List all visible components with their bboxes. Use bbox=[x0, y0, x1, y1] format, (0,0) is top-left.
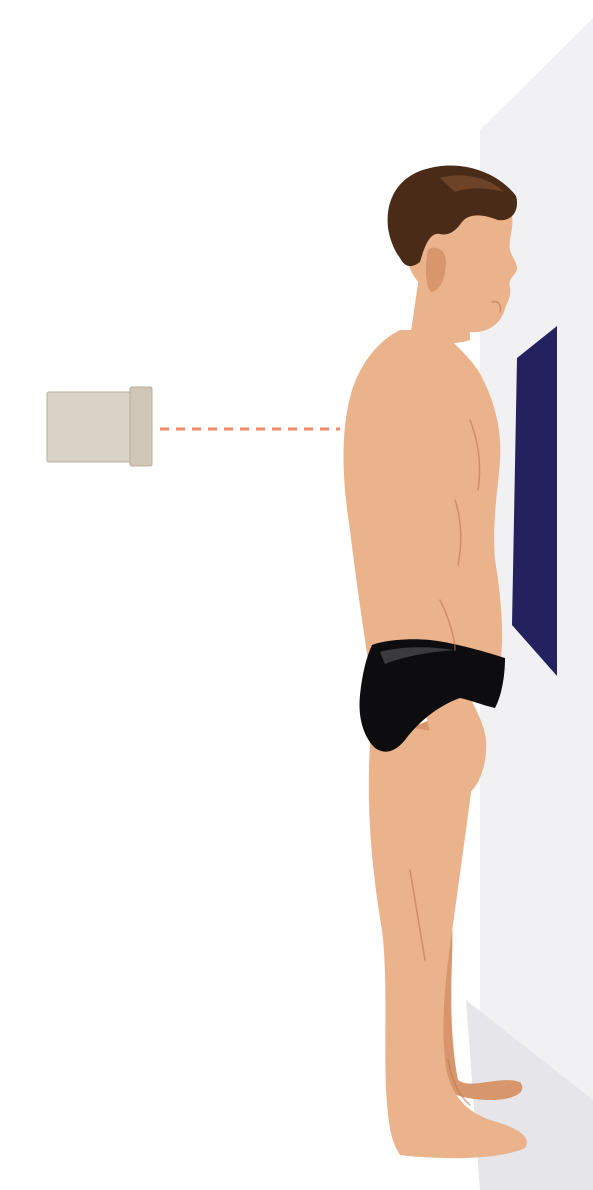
xray-source bbox=[47, 387, 152, 466]
xray-source-collimator bbox=[130, 387, 152, 466]
detector-plate bbox=[512, 326, 557, 676]
xray-source-body bbox=[47, 392, 133, 462]
